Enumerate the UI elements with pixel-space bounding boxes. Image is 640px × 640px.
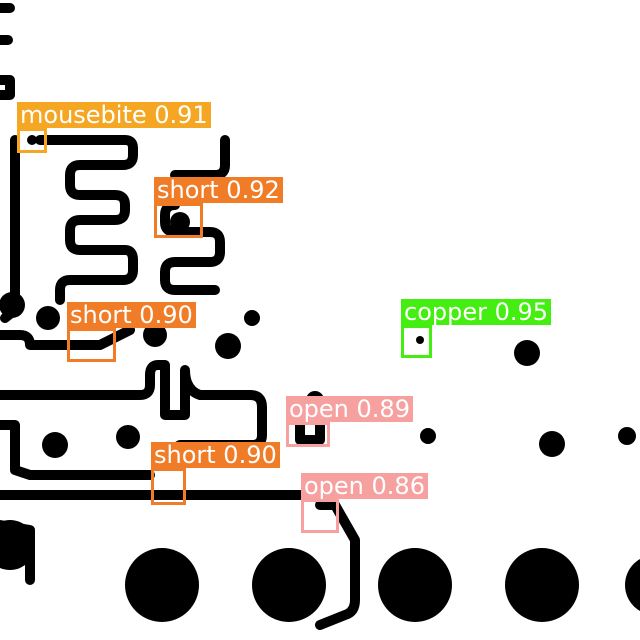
detection-label: copper 0.95 (401, 299, 552, 325)
detection-box-open (301, 499, 339, 533)
detection-box-short (154, 203, 203, 238)
detection-label: open 0.86 (301, 473, 428, 499)
detection-box-mousebite (17, 128, 47, 153)
detection-label: short 0.90 (151, 442, 280, 468)
detection-box-short (67, 328, 116, 362)
detection-label: mousebite 0.91 (17, 102, 211, 128)
pcb-pads (0, 135, 640, 622)
detection-box-open (286, 422, 330, 447)
detection-label: open 0.89 (286, 396, 413, 422)
detection-box-copper (401, 325, 432, 358)
detection-box-short (151, 468, 186, 505)
detection-label: short 0.90 (67, 302, 196, 328)
detection-label: short 0.92 (154, 177, 283, 203)
